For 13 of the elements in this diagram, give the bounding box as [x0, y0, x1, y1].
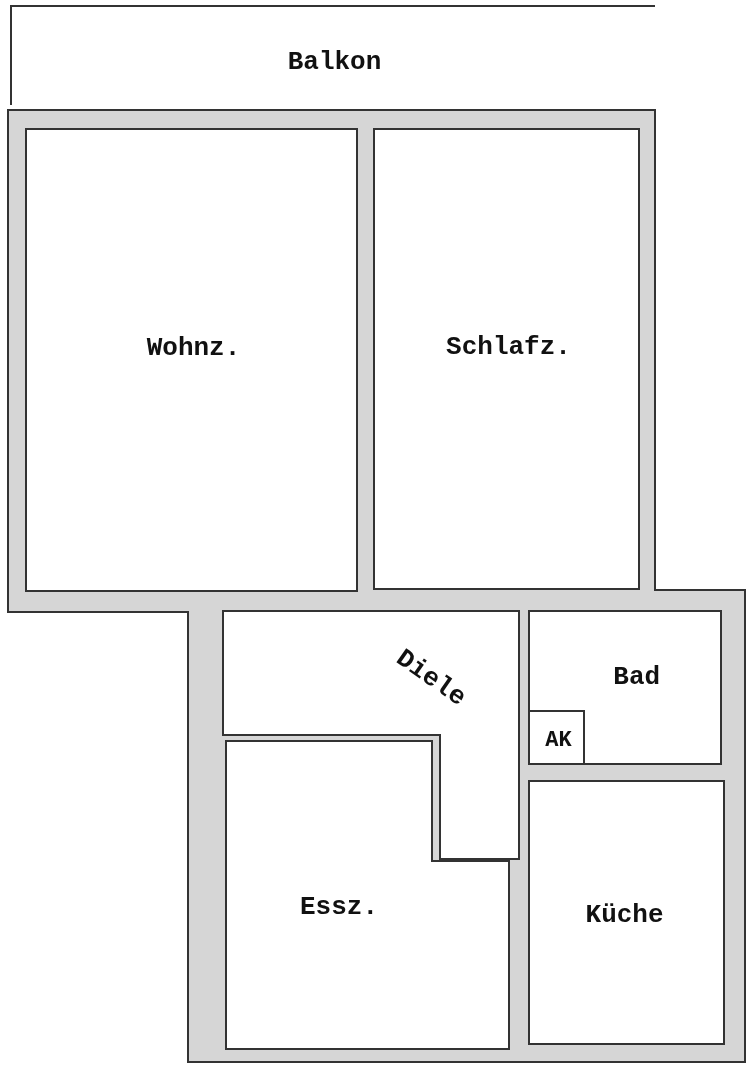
room-label: Küche: [585, 899, 664, 930]
room-label: Wohnz.: [146, 333, 241, 364]
room-outline: [25, 128, 358, 592]
room-outline: [528, 780, 725, 1045]
room-label: Schlafz.: [446, 332, 571, 363]
room-outline: [222, 610, 520, 860]
room-outline: [528, 610, 722, 765]
room-label: AK: [545, 727, 572, 752]
room-outline: [528, 710, 585, 765]
room-label: Essz.: [300, 892, 378, 923]
room-label: Bad: [613, 662, 661, 693]
room-label: Balkon: [287, 47, 382, 77]
room-outline: [373, 128, 640, 590]
